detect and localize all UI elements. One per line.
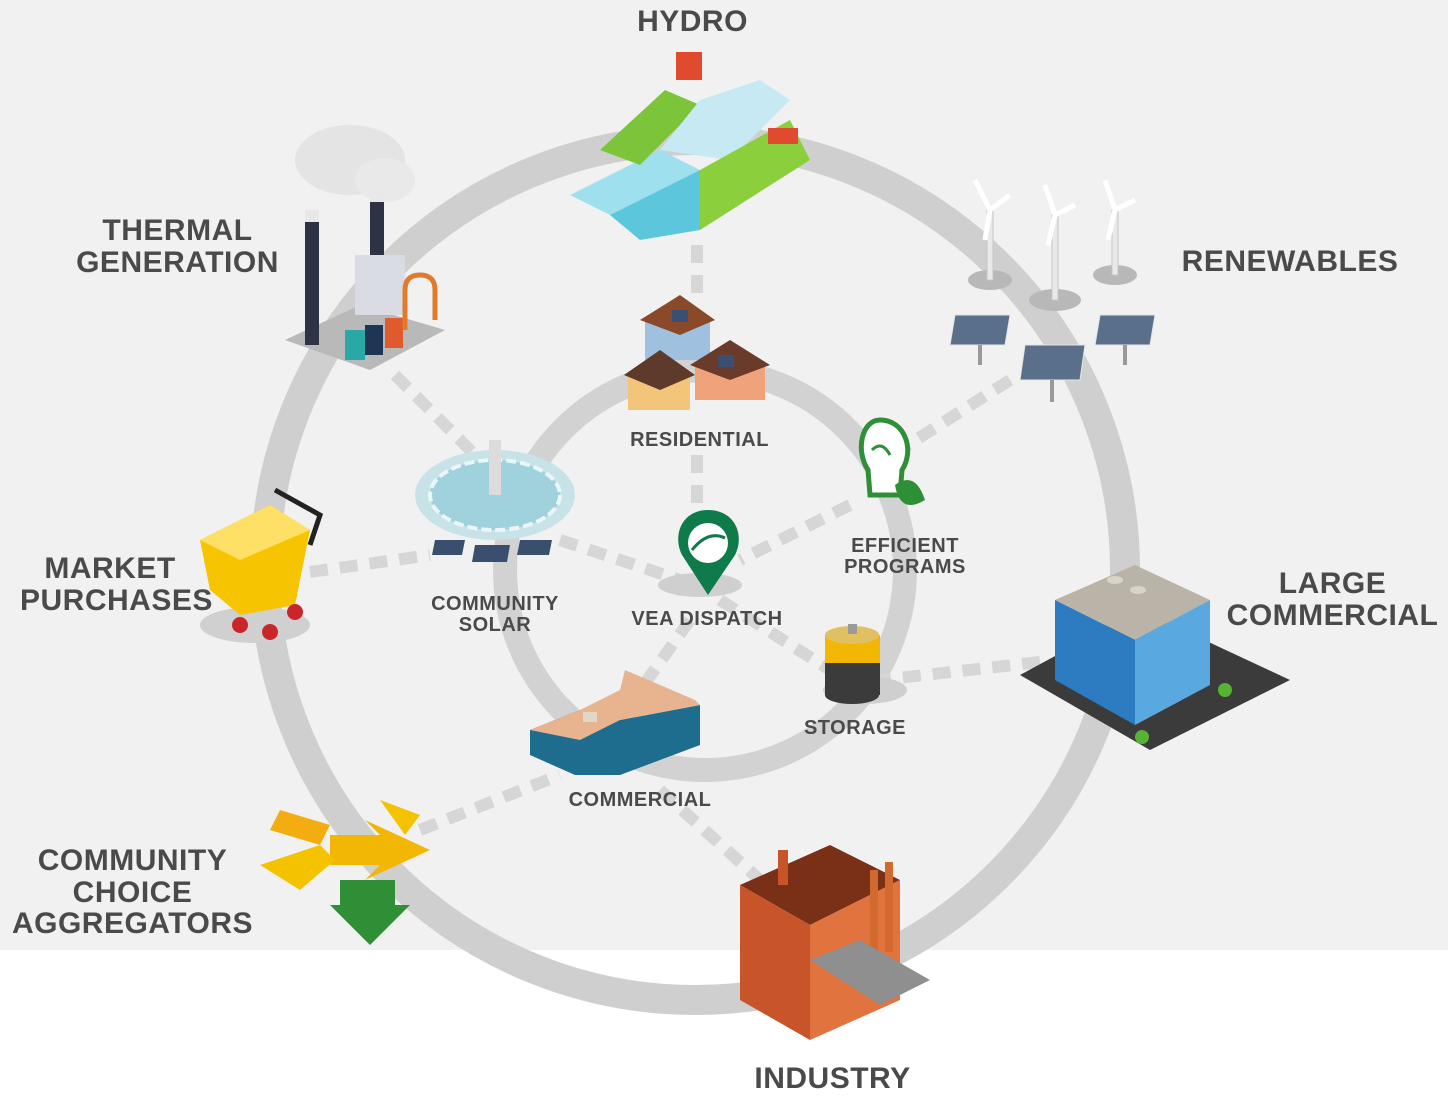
connectors: [309, 245, 1041, 885]
dispatch-pin-icon: [658, 510, 742, 597]
battery-icon: [823, 624, 907, 704]
office-building-icon: [1020, 565, 1290, 750]
label-renewables: RENEWABLES: [1175, 246, 1405, 278]
label-residential-text: RESIDENTIAL: [630, 429, 769, 451]
connector-market: [309, 549, 431, 578]
label-commercial: COMMERCIAL: [550, 790, 730, 811]
label-vea-dispatch: VEA DISPATCH: [612, 609, 802, 630]
dam-icon: [570, 52, 810, 240]
label-thermal-generation: THERMAL GENERATION: [60, 215, 295, 278]
label-thermal-line2: GENERATION: [76, 245, 279, 279]
shopping-basket-icon: [200, 487, 324, 643]
label-vea-text: VEA DISPATCH: [631, 608, 783, 630]
connector-solar-dispatch: [558, 534, 682, 586]
label-cca-line3: AGGREGATORS: [11, 907, 254, 940]
connector-efficient-dispatch: [737, 499, 853, 566]
label-market-line2: PURCHASES: [20, 583, 213, 617]
label-industry-text: INDUSTRY: [754, 1062, 911, 1095]
factory-icon: [740, 845, 930, 1040]
label-market-purchases: MARKET PURCHASES: [20, 552, 213, 617]
connector-cca: [417, 769, 563, 836]
label-efficient-programs: EFFICIENT PROGRAMS: [825, 536, 985, 578]
label-market-line1: MARKET: [44, 552, 176, 585]
label-efficient-line1: EFFICIENT: [851, 535, 959, 557]
label-industry: INDUSTRY: [740, 1063, 925, 1095]
label-cca-line2: CHOICE: [72, 875, 193, 909]
label-large-line1: LARGE: [1278, 567, 1387, 600]
commercial-building-icon: [530, 670, 700, 775]
label-storage-text: STORAGE: [803, 717, 907, 739]
label-solar-line1: COMMUNITY: [431, 593, 559, 615]
connector-dispatch-storage: [716, 594, 834, 676]
label-thermal-line1: THERMAL: [102, 214, 253, 247]
label-residential: RESIDENTIAL: [612, 430, 787, 451]
label-large-line2: COMMERCIAL: [1226, 598, 1439, 632]
connector-renewables: [896, 374, 1014, 456]
power-plant-icon: [285, 125, 445, 370]
aggregator-arrows-icon: [260, 800, 430, 945]
label-commercial-text: COMMERCIAL: [568, 789, 712, 811]
wind-turbines-icon: [968, 178, 1137, 311]
efficient-bulb-icon: [858, 417, 925, 505]
label-efficient-line2: PROGRAMS: [844, 556, 966, 578]
solar-field-icon: [415, 440, 575, 562]
label-storage: STORAGE: [790, 718, 920, 739]
connector-dispatch-commercial: [635, 616, 695, 694]
label-solar-line2: SOLAR: [458, 614, 532, 636]
connector-large-commercial: [879, 656, 1041, 686]
connector-industry: [655, 785, 765, 885]
label-community-choice-aggregators: COMMUNITY CHOICE AGGREGATORS: [10, 845, 255, 940]
label-community-solar: COMMUNITY SOLAR: [415, 594, 575, 636]
label-cca-line1: COMMUNITY: [37, 844, 228, 877]
solar-panels-icon: [949, 314, 1156, 402]
label-large-commercial: LARGE COMMERCIAL: [1220, 568, 1445, 631]
label-hydro-text: HYDRO: [637, 5, 748, 38]
label-renewables-text: RENEWABLES: [1181, 245, 1399, 278]
label-hydro: HYDRO: [620, 6, 765, 38]
connector-thermal: [390, 370, 495, 475]
houses-icon: [624, 295, 770, 410]
